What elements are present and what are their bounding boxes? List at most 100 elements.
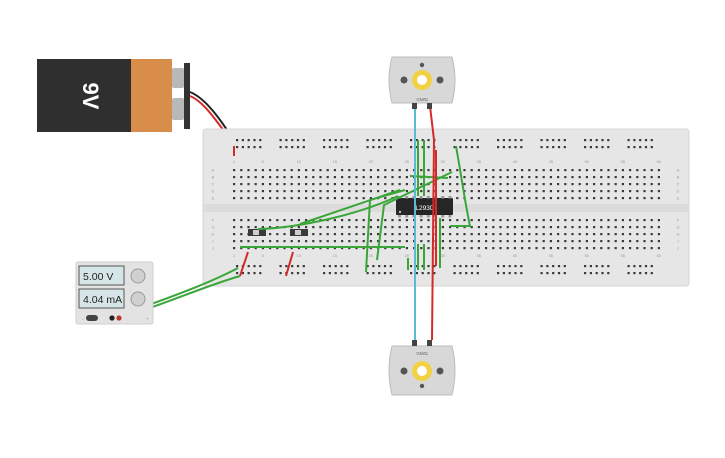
- breadboard-hole[interactable]: [643, 247, 646, 250]
- breadboard-hole[interactable]: [355, 190, 358, 193]
- breadboard-hole[interactable]: [305, 247, 308, 250]
- breadboard-hole[interactable]: [476, 265, 479, 268]
- breadboard-hole[interactable]: [326, 240, 329, 243]
- breadboard-hole[interactable]: [279, 139, 282, 142]
- breadboard-hole[interactable]: [449, 226, 452, 229]
- breadboard-hole[interactable]: [585, 219, 588, 222]
- breadboard-hole[interactable]: [607, 247, 610, 250]
- breadboard-hole[interactable]: [312, 169, 315, 172]
- breadboard-hole[interactable]: [600, 176, 603, 179]
- breadboard-hole[interactable]: [449, 219, 452, 222]
- breadboard-hole[interactable]: [552, 146, 555, 149]
- breadboard-hole[interactable]: [355, 247, 358, 250]
- breadboard-hole[interactable]: [614, 176, 617, 179]
- breadboard-hole[interactable]: [362, 226, 365, 229]
- breadboard-hole[interactable]: [276, 176, 279, 179]
- breadboard-hole[interactable]: [477, 247, 480, 250]
- breadboard-hole[interactable]: [398, 247, 401, 250]
- breadboard-hole[interactable]: [269, 176, 272, 179]
- breadboard-hole[interactable]: [369, 226, 372, 229]
- breadboard-hole[interactable]: [614, 190, 617, 193]
- breadboard-hole[interactable]: [477, 169, 480, 172]
- breadboard-hole[interactable]: [333, 197, 336, 200]
- breadboard-hole[interactable]: [285, 146, 288, 149]
- breadboard-hole[interactable]: [589, 146, 592, 149]
- breadboard-hole[interactable]: [254, 247, 257, 250]
- breadboard-hole[interactable]: [456, 169, 459, 172]
- breadboard-hole[interactable]: [449, 233, 452, 236]
- breadboard-hole[interactable]: [427, 233, 430, 236]
- breadboard-hole[interactable]: [463, 226, 466, 229]
- breadboard-hole[interactable]: [477, 197, 480, 200]
- breadboard-hole[interactable]: [470, 272, 474, 275]
- breadboard-hole[interactable]: [389, 272, 392, 275]
- breadboard-hole[interactable]: [233, 226, 236, 229]
- breadboard-hole[interactable]: [372, 265, 375, 268]
- wires[interactable]: [112, 140, 472, 319]
- breadboard-hole[interactable]: [643, 176, 646, 179]
- breadboard-hole[interactable]: [564, 169, 567, 172]
- breadboard-hole[interactable]: [269, 247, 272, 250]
- breadboard-hole[interactable]: [643, 190, 646, 193]
- breadboard-hole[interactable]: [644, 265, 648, 268]
- breadboard-hole[interactable]: [377, 190, 380, 193]
- breadboard-hole[interactable]: [427, 247, 430, 250]
- breadboard-hole[interactable]: [233, 169, 236, 172]
- breadboard-hole[interactable]: [383, 272, 387, 275]
- breadboard-hole[interactable]: [636, 176, 639, 179]
- breadboard-hole[interactable]: [607, 139, 610, 142]
- breadboard-hole[interactable]: [508, 265, 511, 268]
- breadboard-hole[interactable]: [499, 219, 502, 222]
- breadboard-hole[interactable]: [355, 219, 358, 222]
- breadboard-hole[interactable]: [542, 240, 545, 243]
- breadboard-hole[interactable]: [377, 176, 380, 179]
- breadboard-hole[interactable]: [427, 226, 430, 229]
- breadboard-hole[interactable]: [290, 190, 293, 193]
- breadboard-hole[interactable]: [643, 197, 646, 200]
- breadboard-hole[interactable]: [398, 183, 401, 186]
- breadboard-hole[interactable]: [384, 233, 387, 236]
- breadboard-hole[interactable]: [283, 169, 286, 172]
- breadboard-hole[interactable]: [506, 240, 509, 243]
- breadboard-hole[interactable]: [639, 139, 642, 142]
- breadboard-hole[interactable]: [456, 190, 459, 193]
- breadboard-hole[interactable]: [389, 139, 392, 142]
- breadboard-hole[interactable]: [319, 197, 322, 200]
- breadboard-hole[interactable]: [261, 240, 264, 243]
- breadboard-hole[interactable]: [453, 265, 456, 268]
- breadboard-hole[interactable]: [305, 190, 308, 193]
- breadboard-hole[interactable]: [405, 219, 408, 222]
- breadboard-hole[interactable]: [636, 247, 639, 250]
- breadboard-hole[interactable]: [348, 197, 351, 200]
- breadboard-hole[interactable]: [477, 183, 480, 186]
- breadboard-hole[interactable]: [456, 219, 459, 222]
- breadboard-hole[interactable]: [563, 272, 566, 275]
- breadboard-hole[interactable]: [334, 265, 337, 268]
- breadboard-hole[interactable]: [333, 233, 336, 236]
- breadboard-hole[interactable]: [323, 272, 326, 275]
- breadboard-hole[interactable]: [323, 139, 326, 142]
- breadboard-hole[interactable]: [369, 240, 372, 243]
- breadboard-hole[interactable]: [369, 169, 372, 172]
- breadboard-hole[interactable]: [535, 226, 538, 229]
- breadboard-hole[interactable]: [433, 265, 436, 268]
- breadboard-hole[interactable]: [621, 226, 624, 229]
- breadboard-hole[interactable]: [563, 146, 566, 149]
- breadboard-hole[interactable]: [312, 240, 315, 243]
- breadboard-hole[interactable]: [643, 233, 646, 236]
- breadboard-hole[interactable]: [449, 240, 452, 243]
- breadboard-hole[interactable]: [453, 272, 456, 275]
- breadboard-hole[interactable]: [601, 146, 604, 149]
- breadboard-hole[interactable]: [585, 233, 588, 236]
- breadboard-hole[interactable]: [629, 219, 632, 222]
- breadboard-hole[interactable]: [291, 139, 294, 142]
- breadboard-hole[interactable]: [629, 197, 632, 200]
- breadboard-hole[interactable]: [296, 265, 300, 268]
- breadboard-hole[interactable]: [629, 169, 632, 172]
- negative-terminal[interactable]: [109, 315, 115, 321]
- breadboard-hole[interactable]: [476, 146, 479, 149]
- breadboard-hole[interactable]: [449, 247, 452, 250]
- breadboard-hole[interactable]: [607, 176, 610, 179]
- breadboard-hole[interactable]: [405, 233, 408, 236]
- breadboard-hole[interactable]: [427, 139, 430, 142]
